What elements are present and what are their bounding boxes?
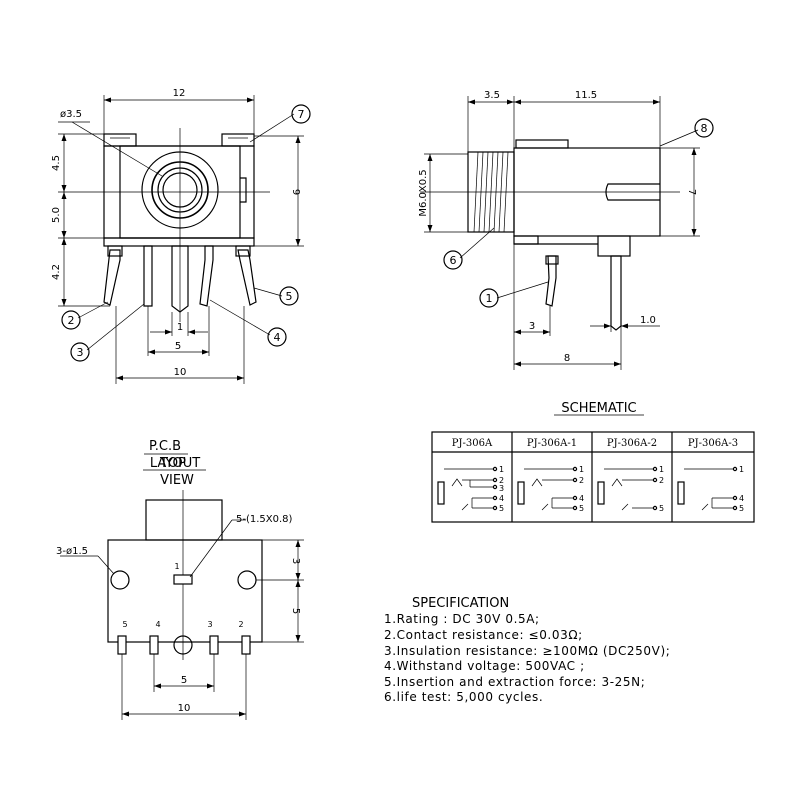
schematic-cell-2: 1 2 5 [597, 465, 664, 513]
side-dim-base: 8 [564, 353, 570, 364]
schematic-cell-2-pin-1: 2 [659, 476, 664, 485]
schematic-cell-0-pin-0: 1 [499, 465, 504, 474]
front-dim-hole: ø3.5 [60, 109, 82, 120]
schematic-cell-0-pin-4: 5 [499, 504, 504, 513]
schematic-col-1: PJ-306A-1 [527, 438, 577, 449]
side-dim-height: 7 [686, 189, 697, 195]
front-dim-base: 10 [174, 367, 187, 378]
schematic-col-3: PJ-306A-3 [688, 438, 738, 449]
callout-2-label: 2 [68, 314, 75, 327]
schematic: SCHEMATIC PJ-306A PJ-306A-1 PJ-306A-2 PJ… [431, 401, 755, 523]
callout-6 [443, 250, 463, 270]
front-dim-pin-pitch: 5 [175, 341, 181, 352]
callout-1 [479, 288, 499, 308]
front-dim-pin-width: 1 [177, 322, 183, 333]
front-view: 12 ø3.5 4.5 5.0 4.2 9 1 5 [51, 88, 311, 384]
schematic-cell-3-pin-1: 4 [739, 494, 744, 503]
pcb-dim-side: 5 [290, 608, 301, 614]
spec-title: SPECIFICATION [412, 596, 509, 611]
callout-3 [70, 342, 90, 362]
side-dim-thread: M6.0X0.5 [418, 169, 429, 216]
schematic-cell-0-pin-3: 4 [499, 494, 504, 503]
callout-5-label: 5 [286, 290, 293, 303]
schematic-cell-3-pin-0: 1 [739, 465, 744, 474]
schematic-cell-0-pin-2: 3 [499, 484, 504, 493]
pcb-pad-2 [241, 635, 251, 655]
schematic-cell-1-pin-0: 1 [579, 465, 584, 474]
pcb-hole-right [237, 570, 257, 590]
front-dim-height: 9 [290, 189, 301, 195]
schematic-cell-3-pin-2: 5 [739, 504, 744, 513]
pcb-dim-pitch: 5 [181, 675, 187, 686]
schematic-cell-1-pin-2: 4 [579, 494, 584, 503]
pcb-title-2: LAYOUT [150, 456, 200, 471]
pcb-pin-4: 4 [155, 620, 160, 629]
side-dim-pin-width: 1.0 [640, 315, 656, 326]
pcb-dim-width: 10 [178, 703, 191, 714]
front-dim-width: 12 [173, 88, 186, 99]
pcb-title-3: TOP [159, 456, 186, 471]
schematic-cell-1: 1 2 4 5 [517, 465, 584, 513]
callout-8-label: 8 [701, 122, 708, 135]
pcb-pad-3 [209, 635, 219, 655]
pcb-pad-1 [173, 574, 193, 585]
schematic-cell-0: 1 2 3 4 5 [437, 465, 504, 513]
pcb-title-4: VIEW [160, 473, 194, 488]
spec-line-1: 1.Rating : DC 30V 0.5A; [384, 612, 540, 626]
pcb-pad-4 [149, 635, 159, 655]
pcb-pin-top: 1 [174, 562, 179, 571]
callout-7-label: 7 [298, 108, 305, 121]
front-dim-lower: 4.2 [51, 264, 62, 280]
side-dim-pin-offset: 3 [529, 321, 535, 332]
side-view: 3.5 11.5 M6.0X0.5 7 3 1.0 8 8 [418, 90, 714, 370]
spec-line-3: 3.Insulation resistance: ≥100MΩ (DC250V)… [384, 644, 670, 658]
front-dim-upper: 4.5 [51, 155, 62, 171]
pcb-pin-3: 3 [207, 620, 212, 629]
pcb-title-1: P.C.B [149, 439, 181, 454]
callout-8 [694, 118, 714, 138]
schematic-table [431, 431, 755, 523]
schematic-cell-1-pin-3: 5 [579, 504, 584, 513]
pcb-pin-5: 5 [122, 620, 127, 629]
schematic-col-2: PJ-306A-2 [607, 438, 657, 449]
pcb-pad-5 [117, 635, 127, 655]
thread-lines [473, 151, 509, 233]
spec-line-2: 2.Contact resistance: ≤0.03Ω; [384, 628, 583, 642]
spec-line-5: 5.Insertion and extraction force: 3-25N; [384, 675, 645, 689]
callout-4-label: 4 [274, 331, 281, 344]
front-dim-middle: 5.0 [51, 207, 62, 223]
pcb-hole-center [173, 635, 193, 655]
schematic-cell-2-pin-2: 5 [659, 504, 664, 513]
callout-2 [61, 310, 81, 330]
callout-3-label: 3 [77, 346, 84, 359]
side-dim-thread-len: 3.5 [484, 90, 500, 101]
schematic-cell-2-pin-0: 1 [659, 465, 664, 474]
pcb-layout: P.C.B TOP LAYOUT VIEW 1 5 4 3 2 5-(1.5X0… [56, 439, 304, 720]
side-dim-body-len: 11.5 [575, 90, 597, 101]
callout-5 [279, 286, 299, 306]
callout-7 [291, 104, 311, 124]
spec-line-6: 6.life test: 5,000 cycles. [384, 690, 543, 704]
spec-line-4: 4.Withstand voltage: 500VAC ; [384, 659, 585, 673]
pcb-hole-left [110, 570, 130, 590]
schematic-col-0: PJ-306A [452, 438, 493, 449]
callout-4 [267, 327, 287, 347]
schematic-cell-1-pin-1: 2 [579, 476, 584, 485]
callout-6-label: 6 [450, 254, 457, 267]
pcb-dim-top: 3 [290, 558, 301, 564]
schematic-title: SCHEMATIC [561, 401, 636, 416]
schematic-cell-3: 1 4 5 [677, 465, 744, 513]
specification: SPECIFICATION 1.Rating : DC 30V 0.5A; 2.… [384, 596, 670, 704]
schematic-cell-0-pin-1: 2 [499, 476, 504, 485]
pcb-pad-note: 5-(1.5X0.8) [236, 514, 293, 525]
callout-1-label: 1 [486, 292, 493, 305]
pcb-pin-2: 2 [238, 620, 243, 629]
pcb-hole-note: 3-ø1.5 [56, 546, 88, 557]
